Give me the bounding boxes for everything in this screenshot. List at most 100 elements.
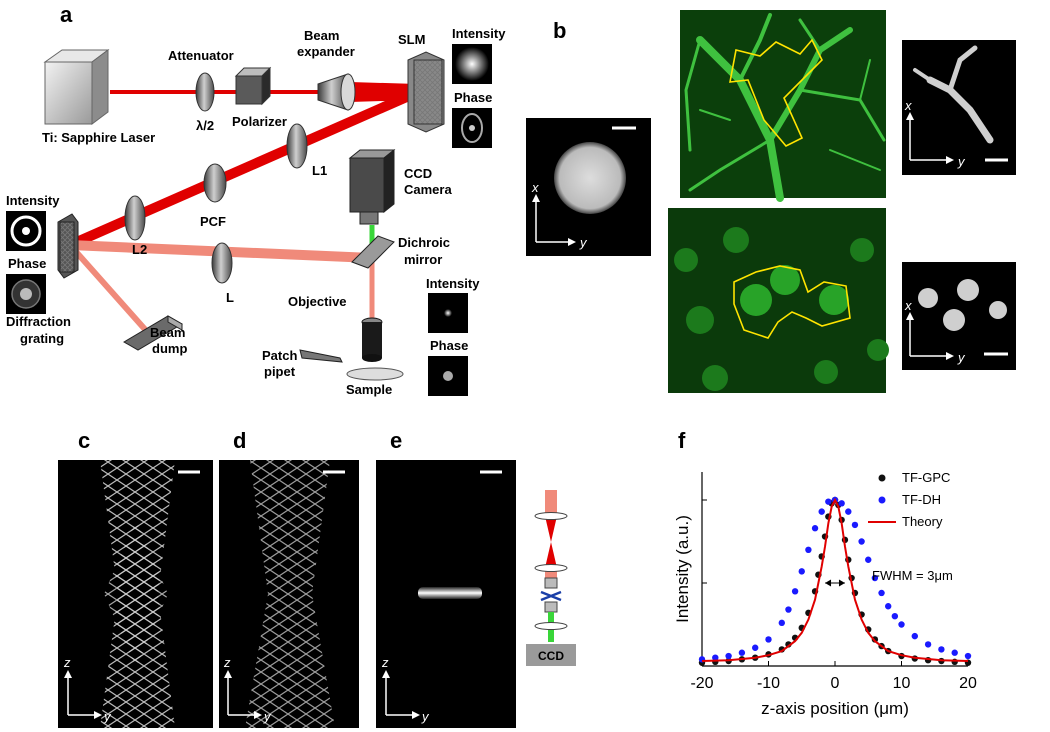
label-beam-expander-2: expander: [297, 44, 355, 59]
disk-spot: [554, 142, 626, 214]
data-point: [725, 652, 732, 660]
data-point: [865, 556, 872, 563]
inset-imaging-path: CCD: [526, 490, 576, 666]
data-point: [891, 613, 899, 620]
label-grating-phase: Phase: [8, 256, 46, 271]
cell-bodies: [674, 227, 889, 391]
label-attenuator: Attenuator: [168, 48, 234, 63]
axis-x-label-b3: x: [904, 298, 912, 313]
axis-x-label: x: [531, 180, 539, 195]
panel-label-d: d: [233, 428, 246, 453]
data-point: [924, 641, 932, 648]
legend-label: Theory: [902, 514, 943, 529]
panel-label-c: c: [78, 428, 90, 453]
data-point: [838, 500, 845, 507]
label-l2: L2: [132, 242, 147, 257]
data-point: [825, 498, 832, 505]
x-tick-label: -10: [757, 675, 780, 692]
axis-z-label-d: z: [223, 655, 231, 670]
legend-label: TF-GPC: [902, 470, 950, 485]
axis-y-label-b2: y: [957, 154, 966, 169]
sample: [346, 367, 404, 381]
label-beam-dump-1: Beam: [150, 325, 185, 340]
legend-label: TF-DH: [902, 492, 941, 507]
series-line-theory: [701, 497, 969, 663]
data-point: [752, 644, 759, 651]
fwhm-annotation: FWHM = 3μm: [872, 568, 953, 583]
data-point: [778, 619, 785, 627]
lens-l1: [286, 123, 308, 169]
label-ccd-1: CCD: [404, 166, 432, 181]
panel-label-a: a: [60, 2, 73, 27]
panel-b-images: b x y: [526, 10, 1016, 393]
label-slm-phase: Phase: [454, 90, 492, 105]
label-grating-1: Diffraction: [6, 314, 71, 329]
axis-y-label-d: y: [263, 709, 272, 724]
axis-y-label-c: y: [103, 709, 112, 724]
data-point: [851, 521, 859, 529]
axis-z-label-e: z: [381, 655, 389, 670]
patch-pipet: [299, 349, 343, 363]
x-tick-label: 20: [959, 675, 977, 692]
label-patch-1: Patch: [262, 348, 297, 363]
panel-label-b: b: [553, 18, 566, 43]
axis-z-label-c: z: [63, 655, 71, 670]
axis-x-label-b2: x: [904, 98, 912, 113]
data-point: [951, 649, 958, 656]
data-point: [878, 589, 885, 597]
polarizer: [235, 75, 263, 105]
label-obj-phase: Phase: [430, 338, 468, 353]
roi-outline-dendrite: [729, 38, 823, 147]
inset-ccd: [526, 644, 576, 666]
data-point: [858, 538, 865, 545]
label-slm: SLM: [398, 32, 425, 47]
label-pcf: PCF: [200, 214, 226, 229]
fwhm-annotation-group: FWHM = 3μm: [825, 568, 953, 587]
ccd-camera: [349, 157, 385, 213]
label-l1: L1: [312, 163, 327, 178]
label-laser: Ti: Sapphire Laser: [42, 130, 155, 145]
panel-e-tf-profile: e z y CCD: [376, 428, 576, 728]
image-dendrite: [680, 10, 886, 198]
label-dichroic-1: Dichroic: [398, 235, 450, 250]
label-polarizer: Polarizer: [232, 114, 287, 129]
data-point: [911, 632, 918, 640]
label-patch-2: pipet: [264, 364, 296, 379]
fwhm-arrowhead-right: [838, 579, 845, 587]
diffraction-grating: [59, 221, 75, 273]
data-point: [885, 603, 892, 610]
label-obj-intensity: Intensity: [426, 276, 480, 291]
roi-outline-cells: [733, 265, 851, 339]
panel-d-dh-profile: d z y: [219, 428, 359, 728]
x-tick-label: 10: [893, 675, 911, 692]
data-point: [898, 621, 905, 628]
label-ccd-2: Camera: [404, 182, 452, 197]
axis-y-label-e: y: [421, 709, 430, 724]
panel-c-gpc-profile: c z y: [58, 428, 213, 728]
data-point: [805, 546, 812, 553]
data-point: [791, 588, 799, 595]
focal-streak: [418, 587, 482, 599]
panel-label-e: e: [390, 428, 402, 453]
pcf: [203, 163, 227, 203]
legend: TF-GPC TF-DH Theory: [868, 470, 950, 529]
legend-swatch: [878, 474, 886, 482]
label-beam-dump-2: dump: [152, 341, 187, 356]
label-sample: Sample: [346, 382, 392, 397]
x-tick-label: -20: [690, 675, 713, 692]
label-beam-expander-1: Beam: [304, 28, 339, 43]
data-point: [818, 508, 825, 515]
slm: [413, 59, 443, 125]
x-tick-label: 0: [831, 675, 840, 692]
data-point: [738, 649, 746, 656]
beam-zero-order: [67, 243, 153, 337]
dichroic-mirror: [351, 235, 395, 269]
data-point: [845, 508, 852, 515]
label-inset-ccd: CCD: [538, 649, 564, 663]
series-group: [698, 496, 972, 666]
dendrite-branches: [684, 13, 886, 202]
data-point: [811, 525, 819, 532]
image-cells: [668, 208, 886, 393]
attenuator: [195, 72, 215, 112]
label-l: L: [226, 290, 234, 305]
